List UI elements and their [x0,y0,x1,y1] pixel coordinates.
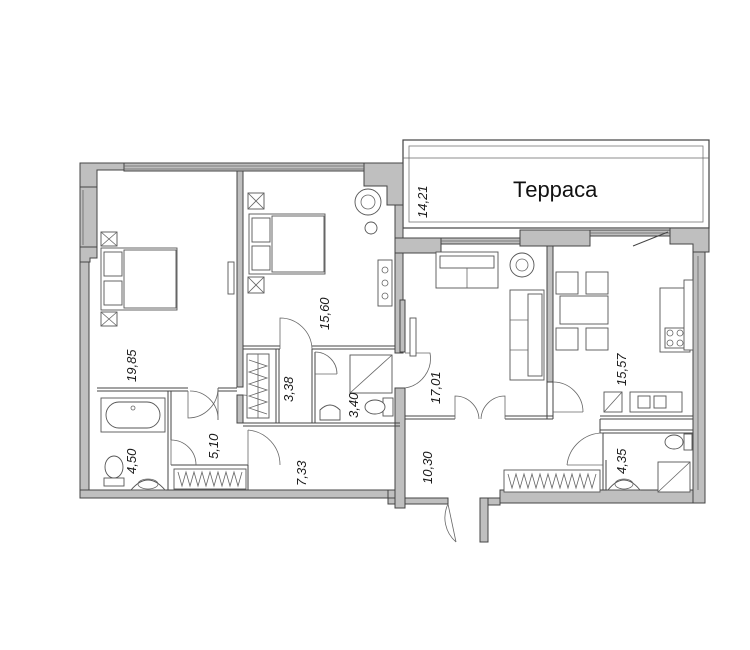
area-bedroom-right: 15,60 [317,297,332,330]
area-bath-right: 4,35 [614,448,629,474]
terrace [402,139,710,229]
wardrobe-shelves [246,353,270,419]
area-bath-small: 3,40 [346,392,361,418]
sofa-living [509,289,545,381]
tv-left [227,261,235,295]
shower-small [349,354,393,394]
bed-right [247,192,326,294]
area-corridor-left: 5,10 [206,433,221,459]
area-living: 17,01 [428,371,443,404]
area-kitchen: 15,57 [614,353,629,386]
interior-walls [97,170,693,509]
entrance-wardrobe [503,469,601,493]
bed-left [100,231,178,327]
dining-table [555,271,609,351]
bathtub [100,397,166,433]
tv-living [409,317,417,357]
doors [170,231,669,543]
area-bath-left: 4,50 [124,448,139,474]
sink-right [607,478,641,491]
terrace-area: 14,21 [415,185,430,218]
windows [82,165,699,490]
area-bedroom-left: 19,85 [124,349,139,382]
area-entrance: 10,30 [420,451,435,484]
corridor-wardrobe [173,468,247,490]
plant-living-icon [509,252,535,278]
outer-walls [79,162,710,543]
sink-left [130,478,166,491]
terrace-label: Терраса [513,177,598,202]
area-wardrobe: 3,38 [281,376,296,402]
sink-small [319,404,341,421]
kitchen-counter [603,279,694,413]
shower-right [657,461,691,493]
toilet-right [664,433,693,451]
dresser-right-bedroom [377,259,393,307]
toilet-left [103,455,125,487]
armchair-sofa-top [435,251,499,289]
toilet-small [364,397,394,417]
plant-icon [354,188,382,235]
area-hall: 7,33 [294,460,309,486]
